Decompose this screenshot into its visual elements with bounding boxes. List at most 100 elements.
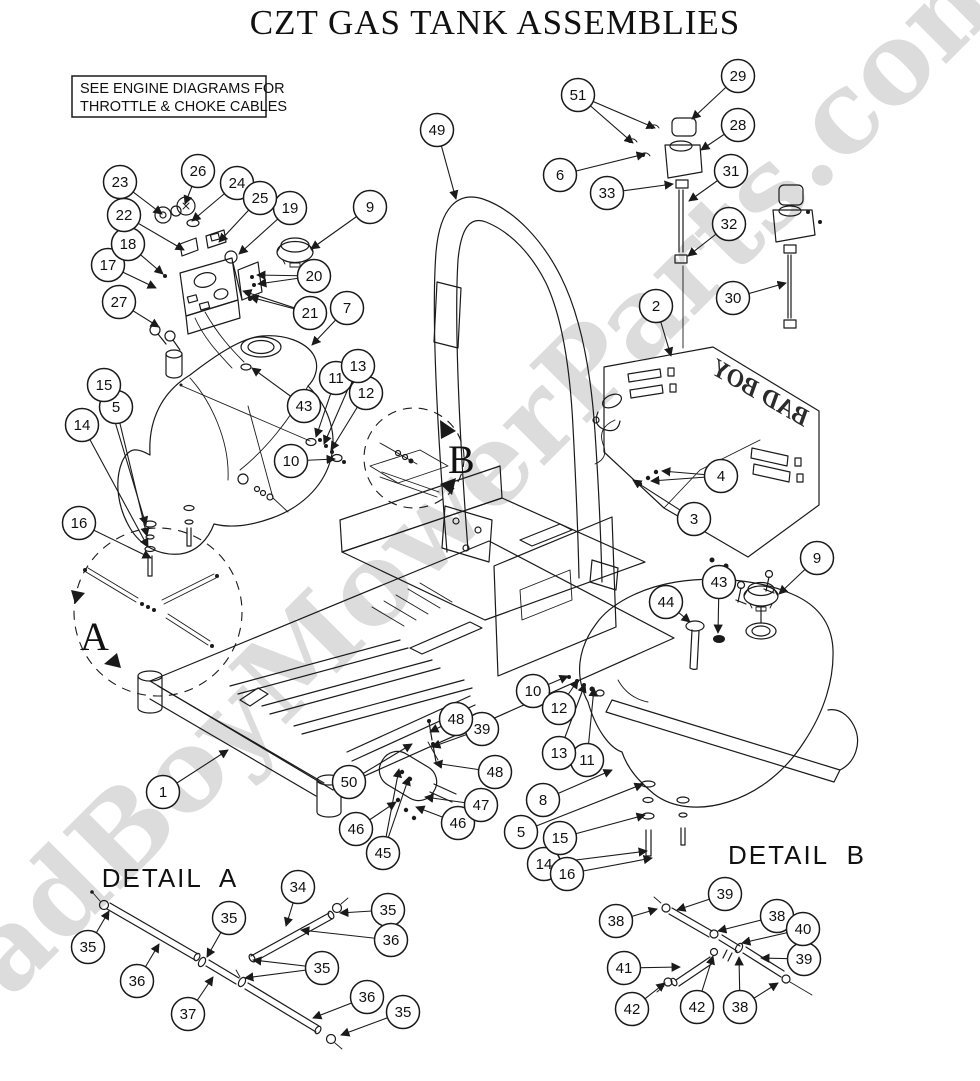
callout-balloon xyxy=(292,295,328,331)
callout-balloon xyxy=(515,673,551,709)
callout-number: 28 xyxy=(730,117,747,134)
callout-number: 15 xyxy=(96,377,113,394)
callout-46: 46 xyxy=(440,805,476,841)
callout-number: 12 xyxy=(358,385,375,402)
callout-2: 2 xyxy=(638,288,674,324)
callout-47: 47 xyxy=(463,787,499,823)
callout-balloon xyxy=(648,584,684,620)
callout-number: 51 xyxy=(570,87,587,104)
callout-number: 33 xyxy=(599,185,616,202)
callout-33: 33 xyxy=(589,175,625,211)
callout-number: 17 xyxy=(100,257,117,274)
callout-balloon xyxy=(679,989,715,1025)
callout-number: 35 xyxy=(80,939,97,956)
callout-39: 39 xyxy=(464,711,500,747)
callout-balloon xyxy=(242,180,278,216)
leader-line xyxy=(81,424,149,548)
callout-number: 47 xyxy=(473,797,490,814)
callout-number: 27 xyxy=(111,294,128,311)
callout-balloon xyxy=(296,258,332,294)
callout-35: 35 xyxy=(70,929,106,965)
callout-balloon xyxy=(720,58,756,94)
callout-balloon xyxy=(676,501,712,537)
section-b-rods xyxy=(369,442,449,498)
callout-balloon xyxy=(438,701,474,737)
callout-number: 10 xyxy=(283,453,300,470)
callout-number: 29 xyxy=(730,68,747,85)
callout-balloon xyxy=(722,989,758,1025)
callout-21: 21 xyxy=(292,295,328,331)
callout-balloon xyxy=(286,388,322,424)
callout-number: 5 xyxy=(112,399,120,416)
callout-number: 38 xyxy=(608,913,625,930)
callout-number: 10 xyxy=(525,683,542,700)
callout-28: 28 xyxy=(720,107,756,143)
callout-number: 7 xyxy=(343,300,351,317)
callout-number: 35 xyxy=(314,960,331,977)
callout-balloon xyxy=(70,929,106,965)
callout-balloon xyxy=(720,107,756,143)
callout-41: 41 xyxy=(606,950,642,986)
callout-balloon xyxy=(560,77,596,113)
callout-34: 34 xyxy=(280,869,316,905)
callout-51: 51 xyxy=(560,77,596,113)
callout-number: 35 xyxy=(395,1004,412,1021)
main-frame xyxy=(137,465,859,818)
callout-number: 13 xyxy=(350,358,367,375)
callout-balloon xyxy=(589,175,625,211)
callout-5: 5 xyxy=(503,814,539,850)
callout-number: 19 xyxy=(282,200,299,217)
callout-balloon xyxy=(525,782,561,818)
callout-number: 1 xyxy=(159,784,167,801)
callout-balloon xyxy=(170,996,206,1032)
detail-b-assembly xyxy=(653,896,813,996)
callout-36: 36 xyxy=(373,922,409,958)
callout-17: 17 xyxy=(90,247,126,283)
callout-number: 41 xyxy=(616,960,633,977)
callout-balloon xyxy=(280,869,316,905)
callout-32: 32 xyxy=(711,206,747,242)
callout-38: 38 xyxy=(722,989,758,1025)
callout-balloon xyxy=(477,754,513,790)
callout-balloon xyxy=(86,367,122,403)
callout-number: 36 xyxy=(383,932,400,949)
note-line-2: THROTTLE & CHOKE CABLES xyxy=(80,99,287,115)
callout-35: 35 xyxy=(385,994,421,1030)
callout-balloon xyxy=(785,911,821,947)
callout-number: 22 xyxy=(116,207,133,224)
callout-42: 42 xyxy=(614,991,650,1027)
control-console xyxy=(149,196,263,379)
callout-38: 38 xyxy=(759,898,795,934)
callout-balloon xyxy=(352,189,388,225)
callout-balloon xyxy=(180,153,216,189)
callout-balloon xyxy=(463,787,499,823)
callout-number: 23 xyxy=(112,174,129,191)
callout-number: 45 xyxy=(375,845,392,862)
callout-balloon xyxy=(703,458,739,494)
callout-balloon xyxy=(638,288,674,324)
callout-balloon xyxy=(713,153,749,189)
callout-45: 45 xyxy=(365,835,401,871)
callout-balloon xyxy=(304,950,340,986)
note-box: SEE ENGINE DIAGRAMS FOR THROTTLE & CHOKE… xyxy=(71,75,287,118)
callout-balloon xyxy=(541,690,577,726)
callout-42: 42 xyxy=(679,989,715,1025)
callout-26: 26 xyxy=(180,153,216,189)
callout-number: 35 xyxy=(380,902,397,919)
callout-balloon xyxy=(338,811,374,847)
callout-4: 4 xyxy=(703,458,739,494)
callout-balloon xyxy=(90,247,126,283)
callout-number: 26 xyxy=(190,163,207,180)
callout-6: 6 xyxy=(542,157,578,193)
callout-number: 5 xyxy=(517,824,525,841)
callout-number: 31 xyxy=(723,163,740,180)
callout-balloon xyxy=(365,835,401,871)
note-line-1: SEE ENGINE DIAGRAMS FOR xyxy=(80,81,285,97)
callout-37: 37 xyxy=(170,996,206,1032)
callout-15: 15 xyxy=(542,820,578,856)
callout-number: 44 xyxy=(658,594,675,611)
callout-38: 38 xyxy=(598,903,634,939)
leader-line xyxy=(115,406,150,537)
callout-number: 12 xyxy=(551,700,568,717)
callout-balloon xyxy=(349,979,385,1015)
